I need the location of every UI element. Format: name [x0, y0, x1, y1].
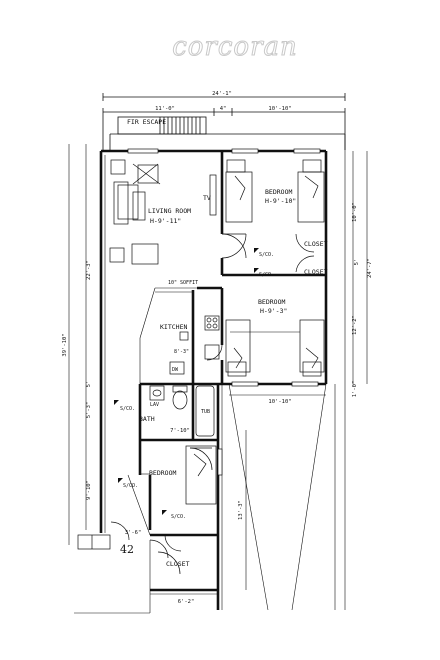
- dim-left-total: 39'-10": [62, 333, 68, 356]
- building-number: 42: [120, 543, 134, 556]
- living-room-size: H-9'-11": [150, 217, 181, 225]
- lav-label: LAV: [150, 402, 159, 408]
- dim-right-low: 1'-0": [352, 381, 358, 398]
- sd-co-2: S/CO.: [259, 272, 274, 278]
- dim-right-total: 24'-7": [367, 258, 373, 278]
- sd-co-5: S/CO.: [171, 514, 186, 520]
- kitchen-label: KITCHEN: [160, 323, 187, 331]
- bedroom-1-label: BEDROOM: [265, 188, 292, 196]
- dim-right-upper: 10'-0": [352, 202, 358, 222]
- bedroom-2-size: H-9'-3": [260, 307, 287, 315]
- dw-label: DW: [172, 367, 179, 373]
- dim-bed2-width: 10'-10": [268, 399, 291, 405]
- dim-left-upper: 22'-3": [86, 260, 92, 280]
- dim-right-mid: 12'-2": [352, 315, 358, 335]
- dim-top-right: 10'-10": [268, 106, 291, 112]
- sd-co-3: S/CO.: [120, 406, 135, 412]
- dim-top-left: 11'-0": [155, 106, 175, 112]
- watermark-logo: corcoran: [172, 32, 298, 62]
- living-room-label: LIVING ROOM: [148, 207, 191, 215]
- dim-bath-width: 7'-10": [170, 428, 190, 434]
- dim-overall-width: 24'-1": [212, 91, 232, 97]
- dim-left-a: 5': [86, 381, 92, 388]
- tv-label: TV: [203, 194, 211, 202]
- dim-left-b: 5'-3": [86, 402, 92, 419]
- bedroom-2-label: BEDROOM: [258, 298, 285, 306]
- dim-top-mid: 4": [220, 106, 227, 112]
- closet-2-label: CLOSET: [304, 268, 328, 276]
- bedroom-3-label: BEDROOM: [149, 469, 176, 477]
- kitchen-size: 8'-3": [174, 349, 189, 355]
- bedroom-1-size: H-9'-10": [265, 197, 296, 205]
- dim-right-small: 5': [354, 259, 360, 266]
- closet-1-label: CLOSET: [304, 240, 328, 248]
- bath-label: BATH: [139, 415, 155, 423]
- dim-closet3-width: 6'-2": [178, 599, 195, 605]
- dim-door-width: 3'-6": [125, 530, 142, 536]
- soffit-label: 10" SOFFIT: [168, 280, 198, 286]
- tub-label: TUB: [201, 409, 210, 415]
- sd-co-1: S/CO.: [259, 252, 274, 258]
- sd-co-4: S/CO.: [123, 483, 138, 489]
- dim-bed3-depth: 13'-3": [238, 500, 244, 520]
- fire-escape-label: FIR ESCAPE: [127, 118, 166, 126]
- dim-left-c: 9'-10": [86, 480, 92, 500]
- closet-3-label: CLOSET: [166, 560, 190, 568]
